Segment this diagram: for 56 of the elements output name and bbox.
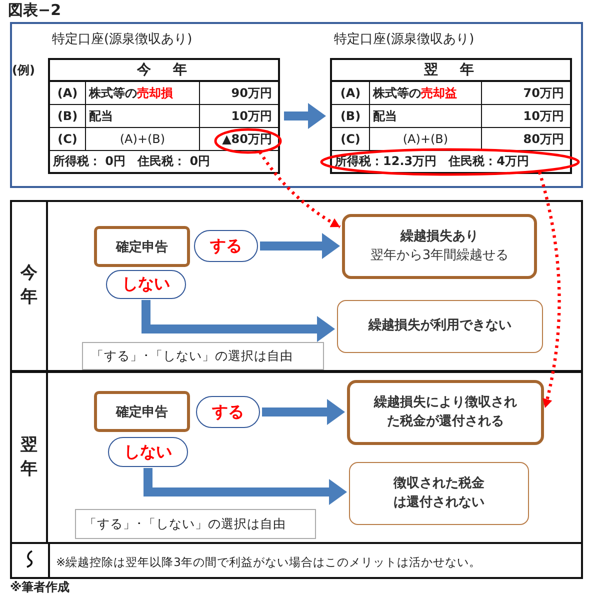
highlighted-text: 売却益 bbox=[421, 84, 457, 102]
table-cell: (A) bbox=[50, 82, 86, 105]
caption: ※筆者作成 bbox=[10, 579, 70, 596]
table-header: 翌 年 bbox=[332, 60, 570, 82]
note-box: 「する」･「しない」の選択は自由 bbox=[82, 342, 324, 370]
table-header: 今 年 bbox=[50, 60, 278, 82]
table-cell: (A)+(B) bbox=[86, 128, 200, 151]
table-cell: (C) bbox=[50, 128, 86, 151]
arrow bbox=[260, 233, 340, 259]
choice-pill: する bbox=[194, 230, 258, 262]
process-box: 確定申告 bbox=[94, 226, 190, 267]
table-cell: 10万円 bbox=[200, 105, 278, 128]
table-cell: (A) bbox=[332, 82, 370, 105]
table-cell: 90万円 bbox=[200, 82, 278, 105]
table-cell: 配当 bbox=[86, 105, 200, 128]
arrow bbox=[144, 468, 347, 505]
table-cell: (B) bbox=[332, 105, 370, 128]
tax-row-text: 所得税： 0円 住民税： 0円 bbox=[52, 153, 212, 170]
highlighted-text: 売却損 bbox=[137, 84, 173, 102]
highlight-ellipse bbox=[214, 128, 282, 154]
note-box: 「する」･「しない」の選択は自由 bbox=[75, 509, 316, 539]
table-cell: 配当 bbox=[370, 105, 482, 128]
result-table bbox=[330, 58, 572, 174]
choice-pill: しない bbox=[106, 270, 186, 299]
arrow bbox=[262, 399, 345, 425]
box-text: 翌年から3年間繰越せる bbox=[370, 246, 509, 264]
example-label: (例) bbox=[12, 62, 35, 79]
table-cell: 10万円 bbox=[482, 105, 570, 128]
title: 図表−2 bbox=[8, 1, 62, 20]
cell-text: 株式等の bbox=[373, 84, 421, 102]
table-cell: 70万円 bbox=[482, 82, 570, 105]
table-row bbox=[10, 371, 583, 544]
result-box: 繰越損失が利用できない bbox=[337, 300, 543, 353]
table-cell: (C) bbox=[332, 128, 370, 151]
choice-pill: しない bbox=[108, 437, 188, 467]
result-box bbox=[342, 214, 537, 279]
table-row bbox=[10, 200, 583, 372]
table-cell: (B) bbox=[50, 105, 86, 128]
row-header: 翌年 bbox=[12, 373, 48, 542]
result-box: 繰越損失により徴収された税金が還付される bbox=[347, 380, 544, 445]
arrow bbox=[284, 103, 326, 129]
result-box: 徴収された税金は還付されない bbox=[349, 462, 529, 525]
footnote: ※繰越控除は翌年以降3年の間で利益がない場合はこのメリットは活かせない。 bbox=[56, 555, 481, 570]
box-heading: 繰越損失あり bbox=[400, 228, 478, 246]
process-box: 確定申告 bbox=[94, 391, 190, 432]
highlight-ellipse bbox=[320, 148, 580, 176]
cell-text: 株式等の bbox=[89, 84, 137, 102]
account-heading: 特定口座(源泉徴収あり) bbox=[334, 31, 474, 48]
account-heading: 特定口座(源泉徴収あり) bbox=[52, 31, 192, 48]
table-cell: 80万円 bbox=[482, 128, 570, 151]
result-table bbox=[48, 58, 280, 174]
table-cell: ▲80万円 bbox=[200, 128, 278, 151]
dotted-arrow bbox=[538, 172, 561, 408]
choice-pill: する bbox=[196, 396, 260, 428]
dotted-arrow bbox=[258, 150, 341, 228]
table-cell: (A)+(B) bbox=[370, 128, 482, 151]
